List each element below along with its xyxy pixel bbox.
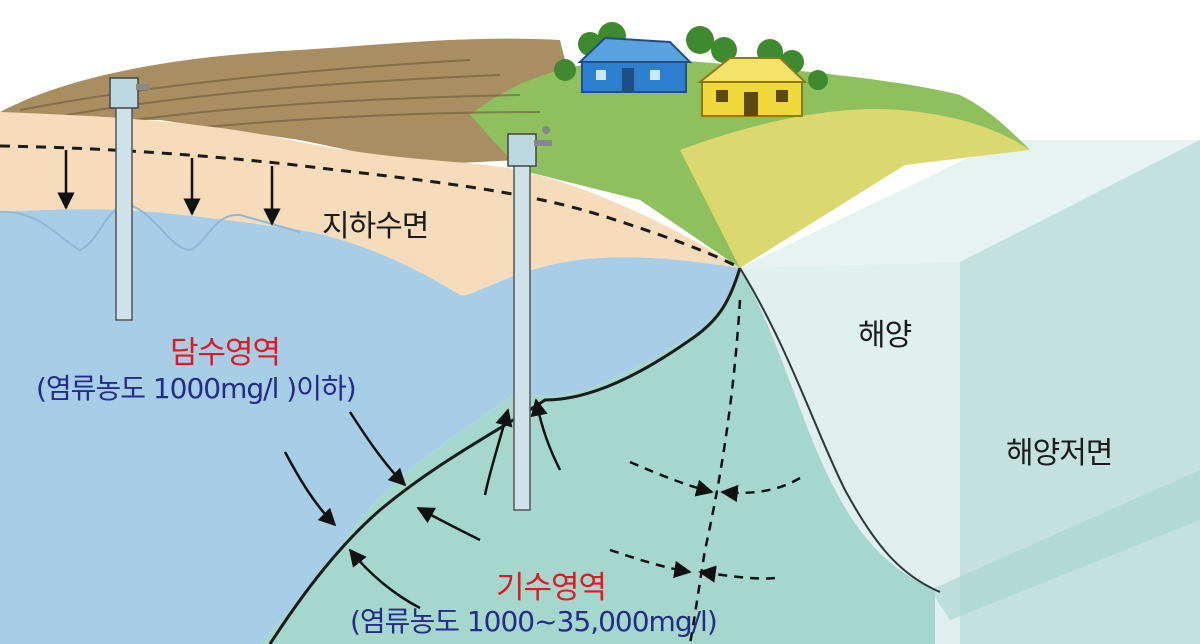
brackish-zone-label: 기수영역 bbox=[496, 570, 607, 606]
recharge-arrows bbox=[57, 150, 281, 226]
farmland bbox=[0, 38, 580, 166]
freshwater-salinity-note: (염류농도 1000mg/l )이하) bbox=[36, 372, 357, 405]
house-icon bbox=[577, 36, 693, 93]
freshwater-zone-label: 담수영역 bbox=[170, 335, 281, 371]
seafloor-label: 해양저면 bbox=[1006, 436, 1113, 471]
brackish-zone bbox=[260, 268, 935, 644]
upconing-arrows bbox=[483, 398, 562, 496]
well-2 bbox=[507, 126, 552, 511]
well-1 bbox=[109, 77, 150, 321]
freshwater-zone bbox=[0, 209, 740, 644]
well-pump-icon bbox=[109, 77, 139, 109]
brackish-flow-arrows bbox=[348, 506, 481, 610]
ocean-label: 해양 bbox=[858, 318, 912, 353]
well-pump-icon bbox=[507, 133, 537, 167]
fresh-flow-arrows bbox=[283, 411, 407, 527]
house-icon bbox=[697, 57, 808, 117]
brackish-salinity-note: (염류농도 1000~35,000mg/l) bbox=[350, 605, 718, 638]
water-table-label: 지하수면 bbox=[322, 209, 429, 244]
ocean-interface-line bbox=[739, 267, 941, 593]
water-table-line bbox=[0, 144, 741, 270]
yellow-grass bbox=[680, 109, 1030, 269]
seafloor-band bbox=[930, 470, 1200, 620]
unsaturated-sand bbox=[0, 112, 740, 296]
dashed-flow-arrows bbox=[609, 299, 801, 644]
